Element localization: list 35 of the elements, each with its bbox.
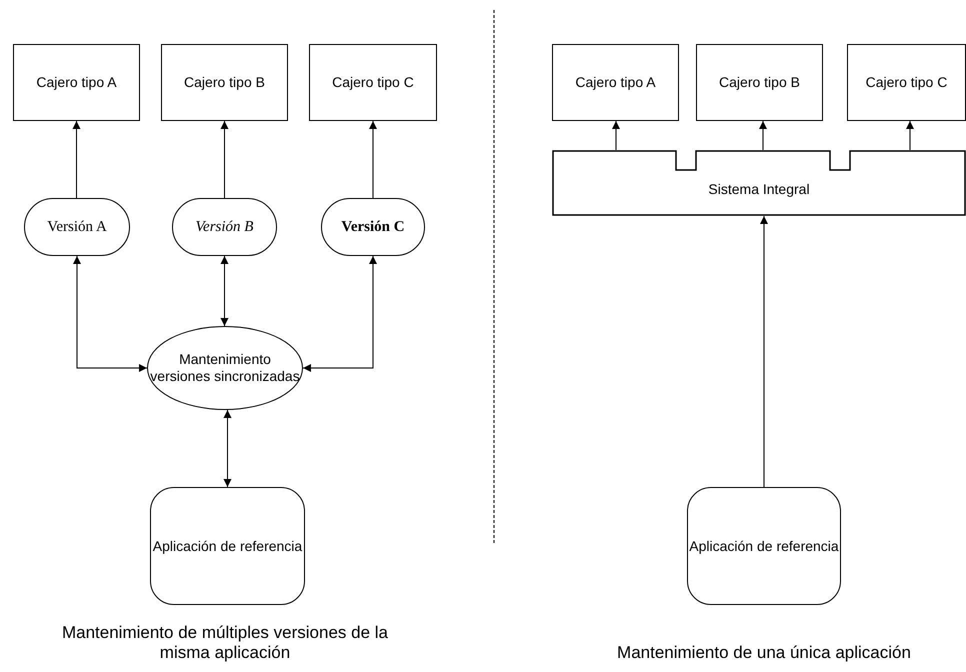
node-label: Sistema Integral	[708, 180, 810, 198]
arrow	[220, 120, 228, 198]
panel-caption: Mantenimiento de una única aplicación	[616, 643, 912, 664]
node-label: Cajero tipo A	[36, 74, 117, 91]
arrow	[73, 256, 148, 372]
arrow	[759, 120, 767, 150]
application-box	[687, 487, 841, 605]
arrow	[760, 216, 768, 488]
arrow	[369, 120, 377, 198]
arrow	[72, 120, 80, 198]
arrow	[906, 120, 914, 150]
arrow	[302, 256, 377, 372]
machine-box	[696, 44, 823, 121]
node-label: Cajero tipo A	[575, 74, 656, 91]
node-label: Cajero tipo B	[184, 74, 265, 91]
system-block	[552, 150, 966, 216]
node-label: Cajero tipo B	[719, 74, 800, 91]
node-label: Cajero tipo C	[332, 74, 414, 91]
machine-box	[13, 44, 140, 121]
node-label: Cajero tipo C	[866, 74, 948, 91]
machine-box	[309, 44, 437, 121]
arrow	[220, 256, 228, 326]
machine-box	[161, 44, 288, 121]
machine-box	[847, 44, 966, 121]
node-label: Versión C	[341, 218, 405, 236]
node-label: Aplicación de referencia	[689, 538, 839, 554]
node-label: Versión B	[196, 218, 254, 236]
node-label: Aplicación de referencia	[152, 538, 302, 554]
arrow	[224, 410, 232, 488]
machine-box	[552, 44, 679, 121]
node-label: Mantenimiento versiones sincronizadas	[149, 351, 301, 385]
node-label: Versión A	[47, 218, 107, 236]
application-box	[150, 487, 305, 605]
panel-caption: Mantenimiento de múltiples versiones de la misma aplicación	[60, 623, 389, 664]
arrow	[612, 120, 620, 150]
